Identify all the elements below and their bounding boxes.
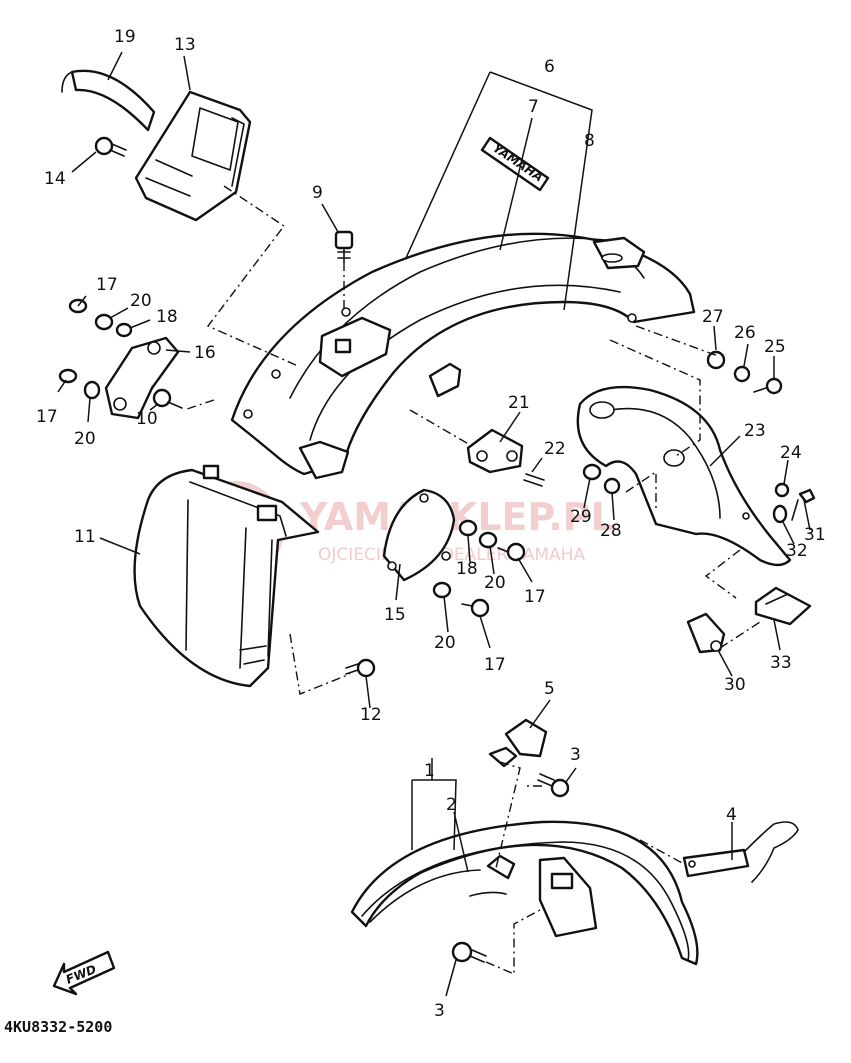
- drawing-code: 4KU8332-5200: [4, 1018, 112, 1036]
- part-tail-cover: [134, 90, 252, 222]
- part-yamaha-emblem: YAMAHA: [480, 136, 550, 192]
- part-front-fender: [350, 820, 699, 966]
- leader-lines: [57, 51, 811, 997]
- part-rear-flap: [576, 385, 792, 567]
- callout-20d: 20: [434, 633, 456, 653]
- callout-17a: 17: [96, 275, 118, 295]
- callout-10: 10: [136, 409, 158, 429]
- callout-8: 8: [584, 131, 595, 151]
- callout-18a: 18: [156, 307, 178, 327]
- callout-17c: 17: [524, 587, 546, 607]
- callout-23: 23: [744, 421, 766, 441]
- part-washers-mid: [432, 519, 526, 618]
- callout-12: 12: [360, 705, 382, 725]
- callout-1: 1: [424, 761, 435, 781]
- callout-20b: 20: [74, 429, 96, 449]
- callout-11: 11: [74, 527, 96, 547]
- callout-5: 5: [544, 679, 555, 699]
- part-washers-left: [58, 298, 183, 409]
- part-flap-hardware: [582, 350, 816, 524]
- callout-17b: 17: [36, 407, 58, 427]
- part-inner-fender: [133, 464, 320, 688]
- part-bracket-5: [488, 718, 548, 768]
- callout-3a: 3: [570, 745, 581, 765]
- callout-20c: 20: [484, 573, 506, 593]
- part-bolt-3a: [537, 773, 570, 798]
- callout-21: 21: [508, 393, 530, 413]
- watermark-title: YAMASKLEP.PL: [299, 495, 615, 539]
- callout-13: 13: [174, 35, 196, 55]
- callout-29: 29: [570, 507, 592, 527]
- callout-17d: 17: [484, 655, 506, 675]
- fwd-badge: FWD: [52, 950, 116, 996]
- part-bolt-3b: [451, 941, 487, 963]
- callout-4: 4: [726, 805, 737, 825]
- part-bolt-9: [334, 230, 354, 263]
- callout-labels: 19 13 14 6 7 8 9 17 20 18 16 17 20 10 27…: [36, 27, 826, 1021]
- part-rear-fender: [230, 232, 696, 480]
- callout-32: 32: [786, 541, 808, 561]
- callout-18b: 18: [456, 559, 478, 579]
- part-bracket-16: [104, 336, 180, 420]
- callout-25: 25: [764, 337, 786, 357]
- callout-6: 6: [544, 57, 555, 77]
- part-clamp-21: [466, 428, 545, 487]
- callout-27: 27: [702, 307, 724, 327]
- callout-30: 30: [724, 675, 746, 695]
- part-bolt-12: [345, 658, 376, 678]
- part-screw-14: [94, 136, 127, 157]
- callout-9: 9: [312, 183, 323, 203]
- callout-24: 24: [780, 443, 802, 463]
- callout-26: 26: [734, 323, 756, 343]
- callout-14: 14: [44, 169, 66, 189]
- watermark-subtitle: OJCIECIEWSKI DEALER YAMAHA: [318, 545, 585, 565]
- callout-31: 31: [804, 525, 826, 545]
- callout-19: 19: [114, 27, 136, 47]
- callout-20a: 20: [130, 291, 152, 311]
- callout-15: 15: [384, 605, 406, 625]
- callout-22: 22: [544, 439, 566, 459]
- callout-3b: 3: [434, 1001, 445, 1021]
- part-reflector: [686, 586, 812, 654]
- callout-33: 33: [770, 653, 792, 673]
- part-wire-bracket: [682, 821, 799, 883]
- callout-7: 7: [528, 97, 539, 117]
- callout-16: 16: [194, 343, 216, 363]
- part-emblem-strip: [61, 69, 156, 132]
- watermark: YAMASKLEP.PL OJCIECIEWSKI DEALER YAMAHA: [186, 481, 615, 579]
- callout-28: 28: [600, 521, 622, 541]
- part-plate-15: [382, 488, 456, 582]
- callout-2: 2: [446, 795, 457, 815]
- connection-lines: [183, 185, 761, 976]
